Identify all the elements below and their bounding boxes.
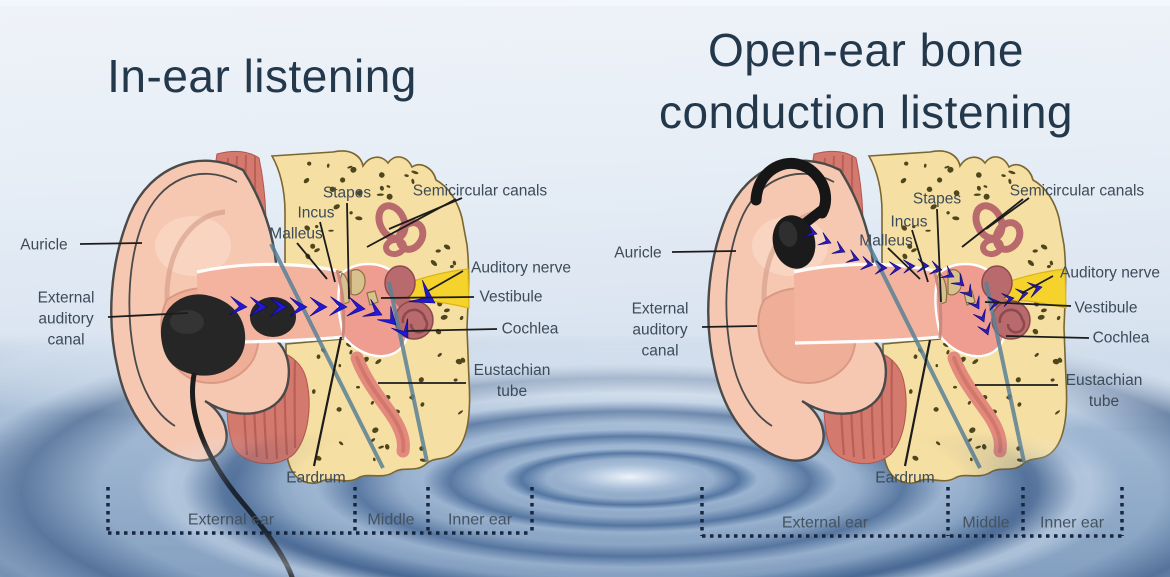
label-external-auditory-canal-right: External auditory canal <box>631 300 689 360</box>
label-incus-right: Incus <box>890 213 928 231</box>
label-cochlea-right: Cochlea <box>1092 329 1150 347</box>
section-external-ear-left: External ear <box>187 511 275 529</box>
section-external-ear-right: External ear <box>781 514 869 532</box>
label-eardrum-left: Eardrum <box>286 469 346 487</box>
label-vestibule-left: Vestibule <box>479 288 543 306</box>
label-semicircular-canals-left: Semicircular canals <box>412 182 548 200</box>
label-incus-left: Incus <box>297 204 335 222</box>
label-eustachian-tube-right: Eustachian tube <box>1065 372 1143 410</box>
section-middle-right: Middle <box>962 514 1010 532</box>
left-panel-title: In-ear listening <box>107 50 417 102</box>
label-external-auditory-canal-left: External auditory canal <box>37 289 95 349</box>
right-title-line-2: conduction listening <box>658 86 1074 138</box>
label-stapes-right: Stapes <box>912 190 962 208</box>
label-auditory-nerve-left: Auditory nerve <box>471 259 571 277</box>
section-inner-ear-left: Inner ear <box>447 511 513 529</box>
label-malleus-left: Malleus <box>269 225 323 243</box>
bone-conduction-headphone <box>750 158 832 269</box>
label-semicircular-canals-right: Semicircular canals <box>1009 182 1145 200</box>
label-stapes-left: Stapes <box>322 184 372 202</box>
section-inner-ear-right: Inner ear <box>1039 514 1105 532</box>
label-cochlea-left: Cochlea <box>501 320 559 338</box>
right-panel-title: Open-ear bone conduction listening <box>659 19 1073 143</box>
sound-wave-arrows-canal <box>229 279 436 339</box>
label-eardrum-right: Eardrum <box>875 469 935 487</box>
section-middle-left: Middle <box>367 511 415 529</box>
label-auricle-right: Auricle <box>614 244 662 262</box>
bone-conduction-listening-diagram <box>694 150 1074 485</box>
right-title-line-1: Open-ear bone <box>708 24 1024 76</box>
in-ear-listening-diagram <box>97 150 477 577</box>
label-auditory-nerve-right: Auditory nerve <box>1060 264 1160 282</box>
label-auricle-left: Auricle <box>20 236 68 254</box>
label-malleus-right: Malleus <box>859 232 913 250</box>
label-eustachian-tube-left: Eustachian tube <box>473 362 551 400</box>
label-vestibule-right: Vestibule <box>1074 299 1138 317</box>
